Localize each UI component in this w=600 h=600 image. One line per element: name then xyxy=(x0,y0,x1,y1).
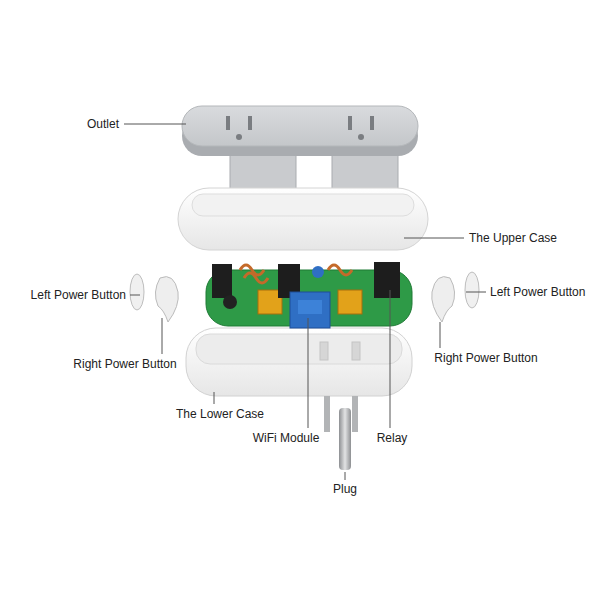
upper-case-opening xyxy=(192,194,414,216)
part-label: Right Power Button xyxy=(434,351,537,365)
outlet-plate xyxy=(182,106,418,146)
upper-case xyxy=(178,188,428,250)
lower-case-cavity xyxy=(196,334,402,364)
pcb-components xyxy=(212,262,400,328)
part-label: Left Power Button xyxy=(31,288,126,302)
part-label: The Upper Case xyxy=(469,231,557,245)
part-label: Relay xyxy=(377,431,408,445)
button-cap xyxy=(130,274,144,310)
plug-pin xyxy=(352,396,358,432)
part-label: The Lower Case xyxy=(176,407,264,421)
part-label: WiFi Module xyxy=(253,431,320,445)
button-cap xyxy=(465,272,479,308)
plug-pin xyxy=(339,408,351,470)
part-label: Plug xyxy=(333,482,357,496)
button-actuator xyxy=(155,277,178,322)
part-label: Outlet xyxy=(87,117,119,131)
lower-case xyxy=(186,328,412,396)
button-actuator xyxy=(432,277,455,322)
wifi-module xyxy=(290,292,330,328)
leader-lines xyxy=(124,124,486,480)
plug-pin xyxy=(324,396,330,432)
part-label: Left Power Button xyxy=(490,285,585,299)
socket-holes xyxy=(226,116,374,140)
part-label: Right Power Button xyxy=(73,357,176,371)
